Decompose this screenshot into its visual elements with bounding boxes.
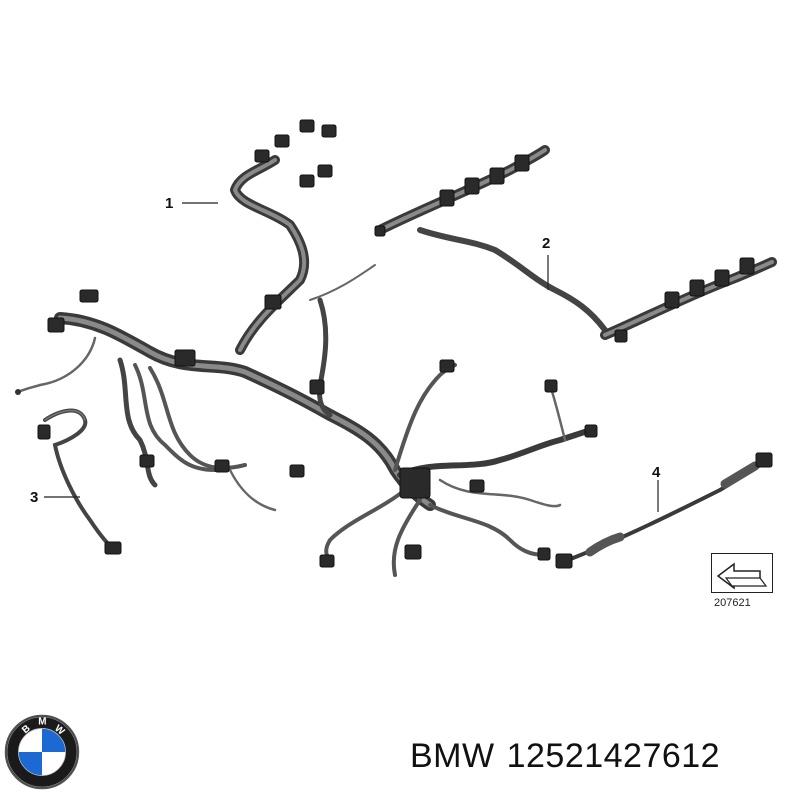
svg-text:M: M — [38, 717, 46, 728]
callout-1: 1 — [165, 195, 174, 212]
callout-3: 3 — [30, 489, 39, 506]
caption: BMW 12521427612 — [410, 737, 720, 776]
bmw-logo: B M W — [4, 714, 80, 790]
callout-4: 4 — [652, 464, 661, 481]
brand-name: BMW — [410, 737, 495, 775]
main-harness — [15, 119, 598, 577]
rail-harness — [374, 145, 777, 343]
reference-box — [711, 553, 773, 593]
callout-2: 2 — [542, 235, 551, 252]
leader-lines — [44, 202, 659, 512]
extension-cable — [555, 452, 773, 569]
part-number: 12521427612 — [506, 737, 721, 775]
arrow-icon — [716, 562, 768, 590]
reference-number: 207621 — [714, 597, 751, 609]
sensor-lead — [37, 408, 122, 555]
